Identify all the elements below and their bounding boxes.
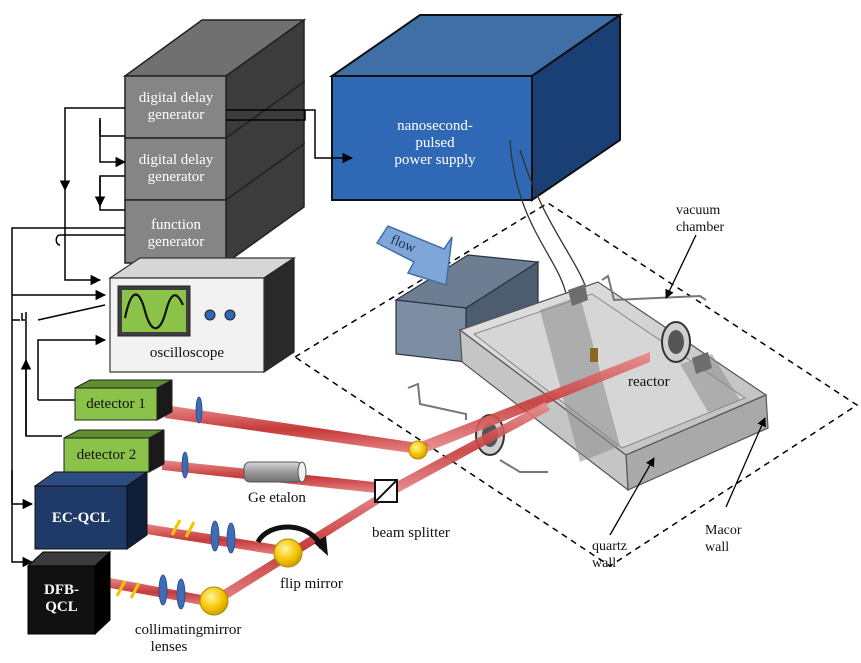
ge-etalon-label: Ge etalon [248,490,306,506]
beam-splitter [374,479,398,503]
aperture-marks [115,519,196,599]
function-generator-label: function generator [128,217,224,251]
flip-mirror [273,538,303,568]
dfb-qcl-box [26,550,112,636]
label-line: Macor [705,523,742,538]
label-line: pulsed [415,135,455,151]
lenses [158,396,236,610]
digital-delay-generator-1 [122,18,307,140]
macor-wall-label: Macor wall [705,522,742,556]
label-line: lenses [150,639,188,655]
oscilloscope-label: oscilloscope [149,345,225,361]
dfb-qcl-label: DFB- QCL [28,582,95,616]
collimating-mirror [199,586,229,616]
label-line: QCL [45,599,78,615]
ddg2-label: digital delay generator [128,152,224,186]
label-line: generator [147,169,205,185]
label-line: chamber [676,220,725,235]
oscilloscope-box [108,256,296,374]
label-line: generator [147,107,205,123]
label-line: nanosecond- [397,118,473,134]
quartz-wall-label: quartz wall [592,538,627,572]
ddg1-label: digital delay generator [128,90,224,124]
flow-arrow-icon [375,225,453,286]
label-line: wall [705,540,730,555]
mirror-label: mirror [203,622,242,638]
mirror [408,440,428,460]
detector-1-box [74,379,173,421]
beam-splitter-label: beam splitter [372,525,450,541]
ge-etalon [243,461,307,483]
label-line: vacuum [676,203,721,218]
label-line: collimating [134,622,204,638]
knob-icon [204,309,216,321]
power-supply-box [328,13,624,202]
detector2-label: detector 2 [76,447,137,463]
reactor-label: reactor [628,374,670,390]
label-line: wall [592,556,617,571]
label-line: quartz [592,539,627,554]
collimating-lenses-label: collimating lenses [124,622,214,656]
flip-mirror-label: flip mirror [280,576,343,592]
label-line: DFB- [44,582,79,598]
detector-2-box [63,429,165,473]
detector1-label: detector 1 [86,396,146,412]
label-line: power supply [394,152,476,168]
label-line: generator [147,234,205,250]
digital-delay-generator-2 [124,80,305,202]
label-line: digital delay [138,90,214,106]
vacuum-chamber-outline [293,202,859,567]
vacuum-chamber-label: vacuum chamber [676,202,724,236]
signal-wiring [11,107,354,568]
power-supply-label: nanosecond- pulsed power supply [350,118,520,169]
flip-arrow-icon [255,524,325,550]
leader-lines [609,234,766,536]
ec-qcl-label: EC-QCL [51,510,111,526]
knob-icon [224,309,236,321]
label-line: function [151,217,201,233]
function-generator [124,142,305,265]
label-line: digital delay [138,152,214,168]
ec-qcl-box [33,471,149,550]
